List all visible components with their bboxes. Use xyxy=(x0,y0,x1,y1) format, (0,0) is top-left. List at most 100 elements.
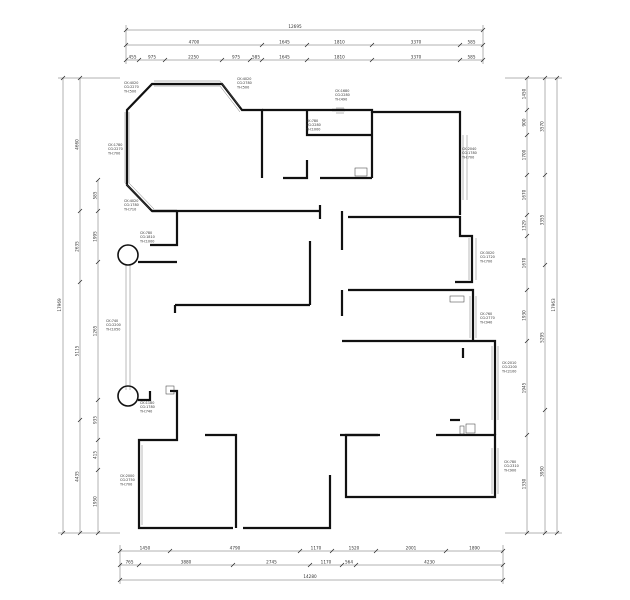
window-lines xyxy=(124,80,499,525)
dim-label: 975 xyxy=(148,55,156,60)
fixture-sink xyxy=(465,423,476,434)
dim-tick xyxy=(524,107,530,113)
dim-tick xyxy=(77,417,83,423)
dim-tick xyxy=(123,27,129,33)
dim-label: 3880 xyxy=(181,560,192,565)
dim-label: 4435 xyxy=(75,471,80,482)
door-marks xyxy=(165,385,465,435)
dim-tick xyxy=(542,530,548,536)
bottom-overall-dim: 14280 xyxy=(303,574,317,579)
dim-tick xyxy=(230,562,236,568)
dim-label: 2001 xyxy=(406,546,417,551)
dim-label: 3370 xyxy=(411,40,422,45)
dim-tick xyxy=(259,42,265,48)
dim-tick xyxy=(524,75,530,81)
dim-label: 3355 xyxy=(540,214,545,225)
left-outer-dim: 17969 xyxy=(57,298,62,312)
dim-tick xyxy=(480,27,486,33)
right-outer-dim: 17963 xyxy=(551,298,556,312)
dim-tick xyxy=(373,548,379,554)
dim-tick xyxy=(304,42,310,48)
dim-tick xyxy=(167,548,173,554)
dim-tick xyxy=(524,432,530,438)
dim-tick xyxy=(259,57,265,63)
dim-label: 1670 xyxy=(522,189,527,200)
dim-tick xyxy=(500,548,506,554)
dim-tick xyxy=(329,548,335,554)
dim-tick xyxy=(369,57,375,63)
dim-tick xyxy=(457,57,463,63)
top-overall-dim: 12695 xyxy=(288,24,302,29)
dim-label: 1265 xyxy=(93,325,98,336)
dim-label: 4790 xyxy=(230,546,241,551)
dim-label: 5295 xyxy=(540,332,545,343)
dim-tick xyxy=(247,57,253,63)
dim-label: 585 xyxy=(468,40,476,45)
dim-label: 4700 xyxy=(189,40,200,45)
bay-window-lower xyxy=(117,385,139,407)
dim-tick xyxy=(369,42,375,48)
dim-tick xyxy=(457,42,463,48)
dim-label: 1520 xyxy=(349,546,360,551)
dim-label: 4660 xyxy=(75,139,80,150)
dim-tick xyxy=(443,548,449,554)
dim-label: 1170 xyxy=(321,560,332,565)
dim-tick xyxy=(95,208,101,214)
dim-label: 1995 xyxy=(93,231,98,242)
dim-tick xyxy=(480,42,486,48)
dim-label: 585 xyxy=(468,55,476,60)
dim-tick xyxy=(339,562,345,568)
dim-label: 1890 xyxy=(469,546,480,551)
dim-tick xyxy=(554,530,560,536)
dim-label: 1450 xyxy=(522,88,527,99)
dim-tick xyxy=(353,562,359,568)
dim-tick xyxy=(542,262,548,268)
dim-tick xyxy=(307,562,313,568)
dim-label: 1700 xyxy=(522,149,527,160)
dim-tick xyxy=(524,233,530,239)
dim-label: 1329 xyxy=(522,220,527,231)
dim-label: 900 xyxy=(522,118,527,126)
fixture-shelf xyxy=(449,295,465,303)
dim-label: 455 xyxy=(129,55,137,60)
dim-tick xyxy=(95,177,101,183)
dim-label: 585 xyxy=(252,55,260,60)
dim-tick xyxy=(77,75,83,81)
dim-tick xyxy=(219,57,225,63)
dim-label: 3950 xyxy=(540,466,545,477)
dim-tick xyxy=(95,437,101,443)
dim-label: 585 xyxy=(93,191,98,199)
dim-tick xyxy=(524,338,530,344)
dim-tick xyxy=(524,172,530,178)
dim-tick xyxy=(77,279,83,285)
dim-tick xyxy=(95,530,101,536)
dim-label: 1450 xyxy=(140,546,151,551)
dim-tick xyxy=(136,57,142,63)
dim-tick xyxy=(304,57,310,63)
dim-label: 4230 xyxy=(424,560,435,565)
dim-label: 1810 xyxy=(334,55,345,60)
dim-tick xyxy=(500,577,506,583)
dim-tick xyxy=(95,259,101,265)
dim-tick xyxy=(524,530,530,536)
dim-tick xyxy=(524,287,530,293)
dim-label: 765 xyxy=(126,560,134,565)
dim-tick xyxy=(480,57,486,63)
dim-label: 3370 xyxy=(411,55,422,60)
dim-tick xyxy=(524,212,530,218)
dim-tick xyxy=(542,172,548,178)
dim-label: 1945 xyxy=(522,382,527,393)
dim-tick xyxy=(117,577,123,583)
